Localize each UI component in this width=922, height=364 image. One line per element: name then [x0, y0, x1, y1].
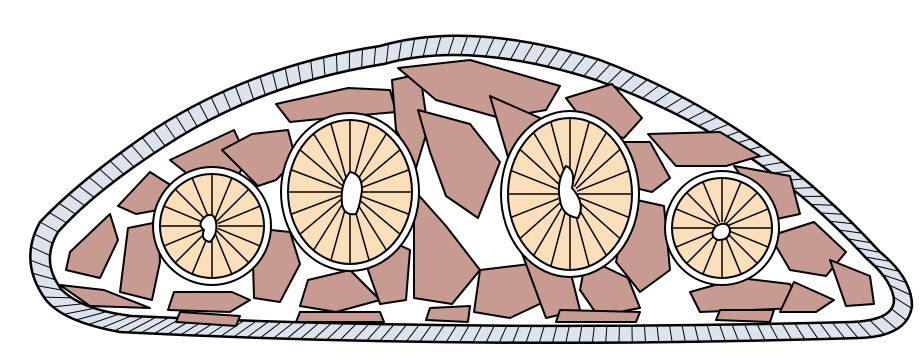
- gland: [153, 167, 271, 285]
- muscle-block: [716, 310, 774, 322]
- muscle-block: [296, 312, 384, 322]
- muscle-block: [556, 310, 640, 322]
- gland-lumen: [342, 172, 362, 214]
- epidermal-cell-wall: [336, 54, 337, 73]
- gland: [281, 113, 419, 271]
- gland-lumen: [712, 224, 730, 240]
- gland: [665, 171, 779, 285]
- muscle-block: [426, 306, 470, 322]
- gland: [501, 111, 639, 277]
- gland-lumen: [200, 215, 216, 242]
